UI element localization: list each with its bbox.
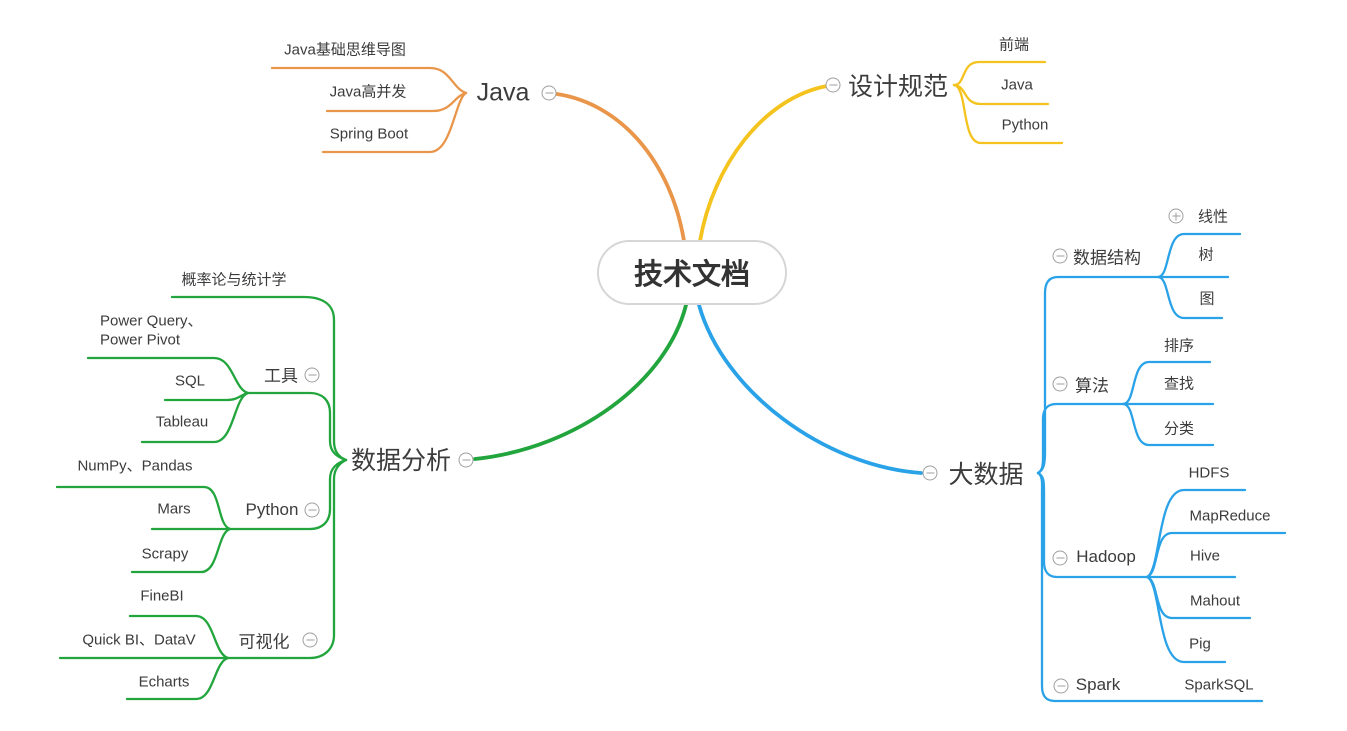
node-design-python[interactable]: Python bbox=[1001, 116, 1049, 134]
node-finebi[interactable]: FineBI bbox=[140, 587, 184, 605]
node-power-query-pivot[interactable]: Power Query、Power Pivot bbox=[100, 312, 203, 348]
node-visualization[interactable]: 可视化 bbox=[238, 632, 290, 652]
node-hadoop[interactable]: Hadoop bbox=[1076, 547, 1136, 566]
collapse-icon-tools[interactable] bbox=[304, 367, 320, 383]
node-sorting[interactable]: 排序 bbox=[1163, 337, 1195, 355]
root-node-label: 技术文档 bbox=[633, 259, 751, 291]
collapse-icon-data-structures[interactable] bbox=[1052, 248, 1068, 264]
node-pig[interactable]: Pig bbox=[1189, 635, 1211, 653]
node-quickbi-datav[interactable]: Quick BI、DataV bbox=[82, 631, 196, 649]
node-java-basics-mindmap[interactable]: Java基础思维导图 bbox=[284, 41, 406, 59]
node-mahout[interactable]: Mahout bbox=[1189, 592, 1241, 610]
node-tools[interactable]: 工具 bbox=[264, 366, 298, 386]
node-echarts[interactable]: Echarts bbox=[138, 673, 190, 691]
node-design-java[interactable]: Java bbox=[1001, 76, 1033, 94]
data-analysis-branch-edges bbox=[55, 295, 688, 701]
node-data-structures[interactable]: 数据结构 bbox=[1073, 248, 1141, 268]
collapse-icon-spark[interactable] bbox=[1053, 678, 1069, 694]
node-numpy-pandas[interactable]: NumPy、Pandas bbox=[77, 457, 193, 475]
collapse-icon-java[interactable] bbox=[541, 85, 557, 101]
node-frontend[interactable]: 前端 bbox=[998, 36, 1030, 54]
node-graph[interactable]: 图 bbox=[1199, 290, 1215, 308]
node-tree[interactable]: 树 bbox=[1198, 246, 1214, 264]
expand-icon-linear[interactable] bbox=[1168, 208, 1184, 224]
collapse-icon-visualization[interactable] bbox=[302, 632, 318, 648]
node-probability-statistics[interactable]: 概率论与统计学 bbox=[181, 271, 287, 289]
node-spring-boot[interactable]: Spring Boot bbox=[329, 125, 409, 143]
node-hive[interactable]: Hive bbox=[1189, 547, 1221, 565]
node-data-analysis[interactable]: 数据分析 bbox=[350, 447, 452, 475]
node-scrapy[interactable]: Scrapy bbox=[141, 545, 189, 563]
big-data-branch-edges bbox=[697, 232, 1287, 703]
collapse-icon-data-analysis[interactable] bbox=[458, 452, 474, 468]
collapse-icon-design-spec[interactable] bbox=[825, 77, 841, 93]
node-spark[interactable]: Spark bbox=[1075, 675, 1121, 694]
node-mars[interactable]: Mars bbox=[157, 500, 191, 518]
root-node[interactable] bbox=[597, 240, 787, 305]
node-linear[interactable]: 线性 bbox=[1197, 208, 1229, 226]
design-branch-edges bbox=[698, 60, 1064, 243]
node-java[interactable]: Java bbox=[476, 78, 530, 107]
collapse-icon-hadoop[interactable] bbox=[1052, 550, 1068, 566]
node-tableau[interactable]: Tableau bbox=[155, 413, 209, 431]
collapse-icon-big-data[interactable] bbox=[922, 465, 938, 481]
node-design-spec[interactable]: 设计规范 bbox=[847, 73, 949, 101]
node-sql[interactable]: SQL bbox=[174, 372, 206, 390]
node-classification[interactable]: 分类 bbox=[1163, 420, 1195, 438]
node-hdfs[interactable]: HDFS bbox=[1188, 464, 1230, 482]
node-searching[interactable]: 查找 bbox=[1163, 375, 1195, 393]
node-big-data[interactable]: 大数据 bbox=[948, 461, 1024, 489]
java-branch-edges bbox=[270, 66, 686, 243]
node-java-concurrency[interactable]: Java高并发 bbox=[329, 83, 407, 101]
collapse-icon-algorithms[interactable] bbox=[1052, 376, 1068, 392]
node-sparksql[interactable]: SparkSQL bbox=[1184, 676, 1254, 694]
collapse-icon-analysis-python[interactable] bbox=[304, 502, 320, 518]
node-algorithms[interactable]: 算法 bbox=[1075, 376, 1109, 396]
node-analysis-python[interactable]: Python bbox=[245, 500, 299, 519]
node-mapreduce[interactable]: MapReduce bbox=[1189, 507, 1271, 525]
